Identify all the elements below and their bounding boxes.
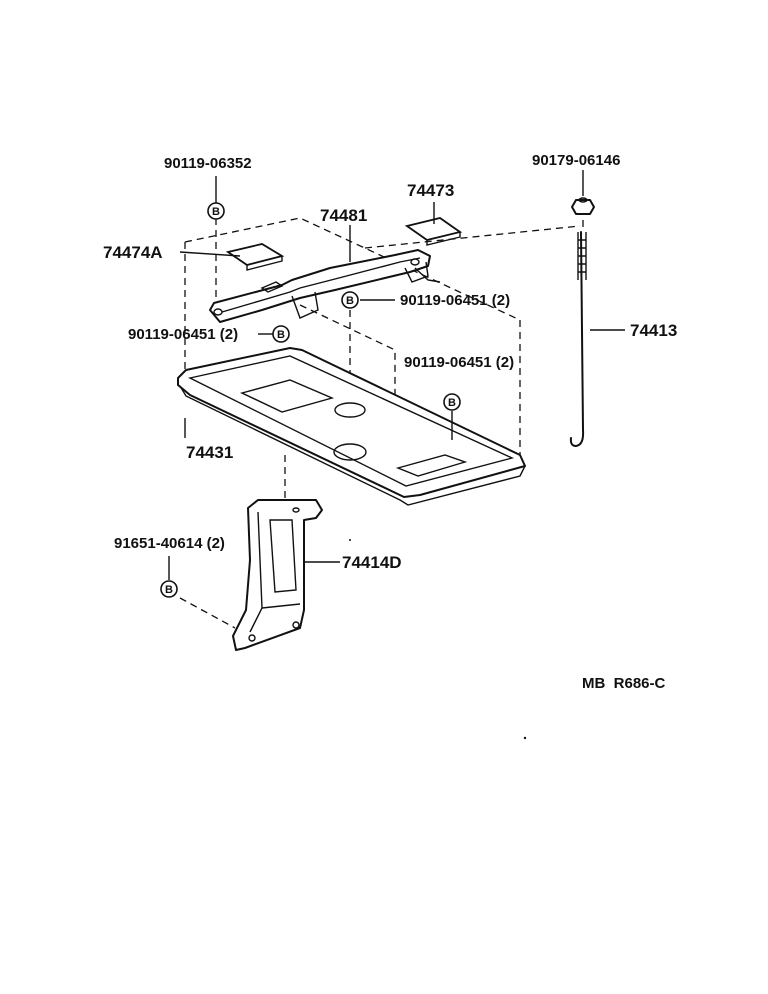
- nut: [571, 197, 595, 215]
- diagram-code: MB R686-C: [582, 675, 666, 692]
- svg-text:B: B: [346, 295, 354, 307]
- speck: [349, 539, 351, 541]
- label-bolt-bracket: 91651-40614 (2): [114, 535, 225, 552]
- svg-text:B: B: [212, 206, 220, 218]
- label-bolt-clamp-left: 90119-06451 (2): [128, 326, 238, 343]
- leader-lines: [168, 170, 625, 580]
- label-nut: 90179-06146: [532, 152, 620, 169]
- support-bracket: [232, 499, 323, 651]
- label-clamp: 74481: [320, 206, 367, 225]
- label-tray: 74431: [186, 443, 233, 462]
- bolt-badge-bracket: B: [160, 580, 178, 598]
- pad-74473: [404, 217, 463, 246]
- label-rod: 74413: [630, 321, 677, 340]
- hold-down-rod: [569, 231, 587, 447]
- svg-text:B: B: [448, 397, 456, 409]
- pad-74474a: [225, 243, 285, 271]
- svg-text:B: B: [165, 584, 173, 596]
- label-bracket: 74414D: [342, 553, 402, 572]
- label-bolt-clamp-right: 90119-06451 (2): [400, 292, 510, 309]
- bolt-badge-top: B: [207, 202, 225, 220]
- bolt-badge-clamp-right: B: [341, 291, 359, 309]
- label-pad-left: 74474A: [103, 243, 163, 262]
- battery-clamp: [209, 249, 431, 323]
- bolt-badge-clamp-left: B: [272, 325, 290, 343]
- label-pad-right: 74473: [407, 181, 454, 200]
- battery-tray: [177, 347, 526, 506]
- label-bolt-top: 90119-06352: [164, 155, 252, 172]
- svg-text:B: B: [277, 329, 285, 341]
- bolt-badge-tray-right: B: [443, 393, 461, 411]
- speck: [523, 736, 527, 740]
- label-bolt-tray-right: 90119-06451 (2): [404, 354, 514, 371]
